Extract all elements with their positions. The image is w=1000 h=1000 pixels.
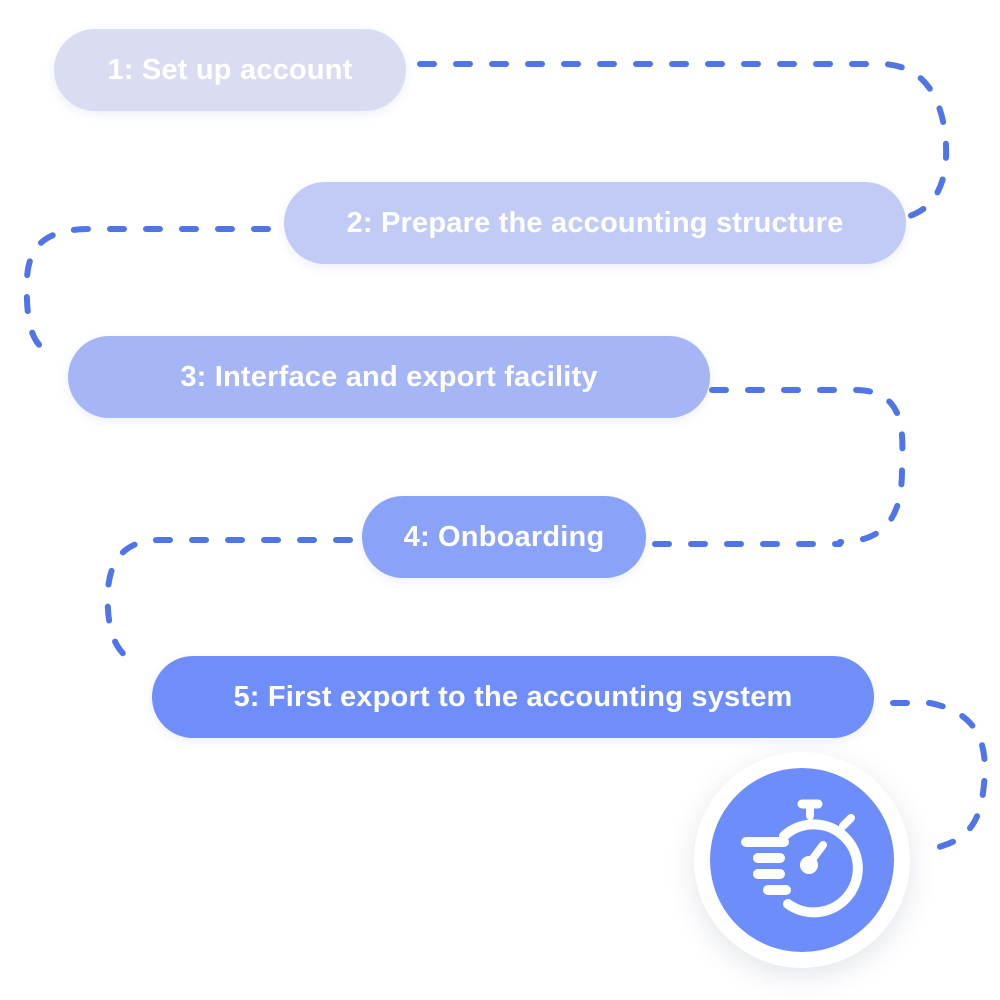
step-3-label: 3: Interface and export facility — [180, 360, 598, 393]
step-1-label: 1: Set up account — [107, 53, 353, 86]
step-4-pill: 4: Onboarding — [362, 496, 646, 578]
step-5-pill: 5: First export to the accounting system — [152, 656, 874, 738]
stopwatch-icon — [741, 799, 863, 918]
step-2-pill: 2: Prepare the accounting structure — [284, 182, 906, 264]
timer-badge — [694, 752, 910, 968]
step-4-label: 4: Onboarding — [403, 520, 605, 553]
step-1-pill: 1: Set up account — [54, 29, 406, 111]
step-2-label: 2: Prepare the accounting structure — [346, 206, 844, 239]
step-3-pill: 3: Interface and export facility — [68, 336, 710, 418]
timer-circle — [710, 768, 894, 952]
step-5-label: 5: First export to the accounting system — [233, 680, 793, 713]
